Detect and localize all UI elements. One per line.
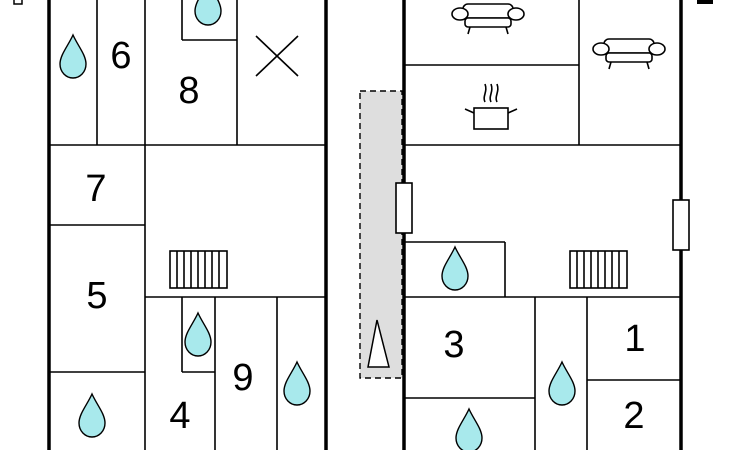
radiator-icon [569, 250, 628, 289]
door-icon [395, 182, 413, 234]
cooking-pot-icon [464, 83, 518, 130]
water-drop-icon [283, 361, 311, 406]
door-icon [672, 199, 690, 251]
right-building-walls [402, 0, 683, 450]
radiator-icon [169, 250, 228, 289]
room-number: 3 [443, 324, 464, 366]
water-drop-icon [78, 393, 106, 438]
room-number: 2 [623, 395, 644, 437]
edge-mark-right [697, 0, 713, 4]
room-number: 1 [624, 318, 645, 360]
water-drop-icon [548, 361, 576, 406]
room-number: 9 [232, 357, 253, 399]
x-mark-icon [255, 35, 299, 77]
sofa-icon [592, 38, 666, 70]
water-drop-icon [441, 246, 469, 291]
sofa-icon [451, 3, 525, 35]
edge-mark-left [13, 0, 23, 5]
water-drop-icon [194, 0, 222, 26]
corridor-ramp [359, 90, 403, 379]
room-number: 8 [178, 70, 199, 112]
water-drop-icon [455, 408, 483, 450]
left-building-walls [47, 0, 328, 450]
water-drop-icon [59, 34, 87, 79]
room-number: 7 [85, 168, 106, 210]
room-number: 4 [169, 395, 190, 437]
stairs-arrow-icon [367, 319, 390, 368]
room-number: 6 [110, 35, 131, 77]
water-drop-icon [184, 312, 212, 357]
room-number: 5 [86, 275, 107, 317]
